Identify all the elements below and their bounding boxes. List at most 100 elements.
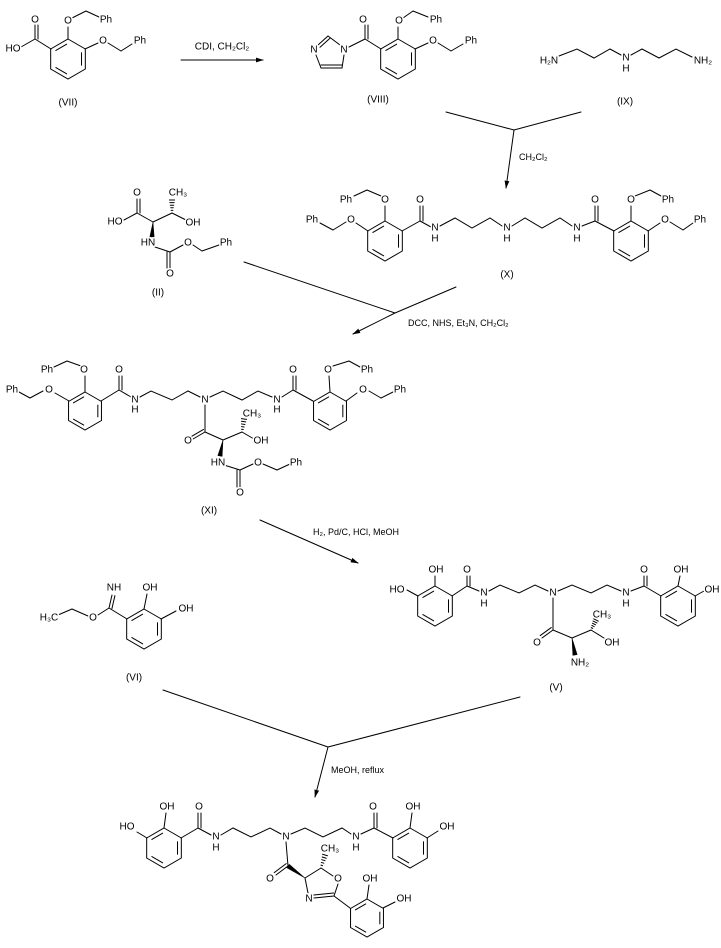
atom-label: OH xyxy=(705,585,720,596)
atom-label: N xyxy=(431,223,438,234)
atom-label: O xyxy=(627,195,635,206)
double-bond xyxy=(313,895,335,899)
atom-label: HN xyxy=(211,458,225,469)
hashed-bond xyxy=(590,627,594,629)
reagent-step1: CDI, CH₂Cl₂ xyxy=(195,42,250,53)
wedge-bond xyxy=(571,637,578,656)
hashed-bond xyxy=(591,624,595,628)
aromatic-bond xyxy=(618,225,631,233)
bond xyxy=(107,42,122,52)
wedge-bond xyxy=(286,863,306,879)
benzene-ring xyxy=(146,827,182,869)
hashed-bond xyxy=(322,853,328,857)
atom-label: O xyxy=(80,365,88,376)
aromatic-bond xyxy=(354,903,367,911)
bond xyxy=(333,883,339,897)
alkyl-chain xyxy=(439,217,503,229)
bond xyxy=(380,391,394,399)
benzene-ring xyxy=(313,391,347,431)
bond xyxy=(581,220,596,227)
bond xyxy=(643,585,662,597)
bond xyxy=(353,189,368,197)
bond xyxy=(315,54,322,69)
compound-label-v: (V) xyxy=(549,683,562,694)
bond xyxy=(328,375,331,393)
bond xyxy=(223,464,241,471)
bond xyxy=(327,696,521,748)
atom-label: O xyxy=(369,802,377,813)
bond xyxy=(366,884,370,900)
benzene-ring xyxy=(367,220,403,262)
atom-label: O xyxy=(324,365,332,376)
benzene-ring xyxy=(126,608,162,650)
atom-label: O xyxy=(347,215,355,226)
atom-label: OH xyxy=(160,802,175,813)
atom-label: H xyxy=(622,599,629,610)
hashed-bond xyxy=(240,418,248,420)
atom-label: H xyxy=(622,64,629,75)
bond xyxy=(241,431,255,440)
aromatic-bond xyxy=(372,249,385,257)
atom-label: Ph xyxy=(465,36,477,47)
bond xyxy=(97,607,110,616)
atom-label: H xyxy=(273,405,280,416)
atom-label: O xyxy=(266,874,274,885)
bond xyxy=(169,244,184,253)
bond xyxy=(590,629,605,639)
atom-label: O xyxy=(359,385,367,396)
double-bond xyxy=(111,595,116,610)
bond xyxy=(180,827,199,839)
bond xyxy=(466,585,480,592)
bond xyxy=(355,222,369,232)
aromatic-bond xyxy=(385,67,398,75)
atom-label: N xyxy=(201,395,208,406)
hashed-bond xyxy=(321,859,326,862)
bond xyxy=(382,901,396,909)
aromatic-bond xyxy=(72,396,85,404)
bond xyxy=(29,390,44,399)
reagent-step5: MeOH, reflux xyxy=(331,765,385,775)
aromatic-bond xyxy=(397,832,410,840)
hashed-bond xyxy=(591,622,597,626)
atom-label: HO xyxy=(120,822,135,833)
benzene-ring xyxy=(417,585,453,627)
aromatic-bond xyxy=(665,614,678,622)
atom-label: OH xyxy=(674,565,689,576)
atom-label: OH xyxy=(186,218,201,229)
double-bond xyxy=(541,629,554,639)
bond xyxy=(171,212,187,221)
atom-label: O xyxy=(184,238,192,249)
atom-label: O xyxy=(99,36,107,47)
atom-label: N xyxy=(549,588,556,599)
aromatic-bond xyxy=(422,614,435,622)
atom-label: OH xyxy=(254,436,269,447)
aromatic-bond xyxy=(397,856,410,864)
bond xyxy=(368,390,382,399)
atom-label: OH xyxy=(605,638,620,649)
atom-label: N xyxy=(282,832,289,843)
atom-label: O xyxy=(395,16,403,27)
bond xyxy=(18,391,31,399)
aromatic-bond xyxy=(131,637,144,645)
bond xyxy=(66,360,82,367)
compound-label-x: (X) xyxy=(500,270,513,281)
atom-label: O xyxy=(195,802,203,813)
reaction-arrow xyxy=(352,312,396,335)
bond xyxy=(57,608,73,616)
reagent-step3: DCC, NHS, Et₃N, CH₂Cl₂ xyxy=(408,318,509,328)
atom-label: CH₃ xyxy=(593,610,612,621)
atom-label: HO xyxy=(108,217,123,228)
double-bond xyxy=(319,37,331,48)
compound-label-vi: (VI) xyxy=(126,673,142,684)
atom-label: Ph xyxy=(394,385,406,396)
bond xyxy=(669,221,684,231)
atom-label: N xyxy=(503,223,510,234)
aromatic-bond xyxy=(55,43,68,51)
alkyl-chain xyxy=(209,390,273,401)
atom-label: O xyxy=(640,565,648,576)
bond xyxy=(201,244,220,252)
atom-label: OH xyxy=(143,583,158,594)
bond xyxy=(108,607,128,620)
atom-label: OH xyxy=(440,822,455,833)
bond xyxy=(285,841,289,867)
